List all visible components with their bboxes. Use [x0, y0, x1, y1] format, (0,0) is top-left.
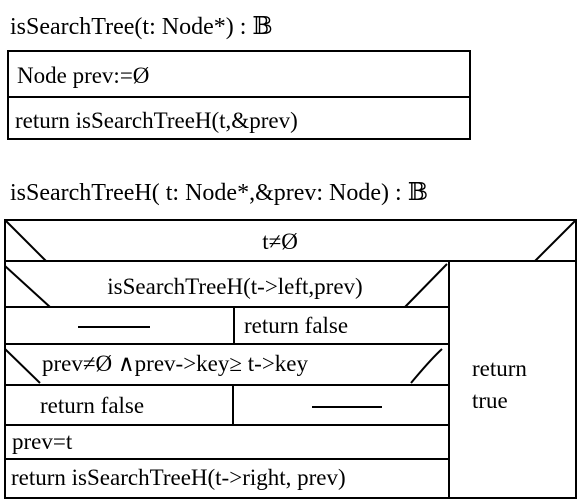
function2-signature: isSearchTreeH( t: Node*,&prev: Node) : 𝔹 — [10, 180, 428, 206]
outer-if-block: t≠Ø — [4, 219, 577, 262]
inner-if1-false-statement: return false — [244, 313, 348, 338]
function1-return: return isSearchTreeH(t,&prev) — [15, 108, 298, 133]
false-branch-return-keyword: return — [472, 356, 527, 381]
inner-if-key-compare: prev≠Ø ∧prev->key≥ t->key return false — [4, 348, 449, 426]
outer-condition-diagonal-left — [4, 219, 47, 262]
assignment-statement: prev=t — [12, 429, 73, 454]
inner-if2-condition: prev≠Ø ∧prev->key≥ t->key — [42, 351, 308, 376]
function1-box — [7, 50, 471, 140]
false-branch-return-value: true — [472, 388, 508, 413]
inner-if-left-call: isSearchTreeH(t->left,prev) return false — [4, 263, 449, 345]
inner-if1-diagonal-right — [404, 263, 448, 308]
inner-if1-diagonal-left — [4, 265, 51, 308]
function1-declaration: Node prev:=Ø — [17, 63, 149, 88]
inner-if2-true-statement: return false — [40, 393, 144, 418]
function2-box — [4, 219, 577, 499]
inner-if2-diagonal-right — [410, 348, 443, 384]
outer-condition-diagonal-right — [534, 219, 577, 262]
inner-if1-condition: isSearchTreeH(t->left,prev) — [107, 274, 362, 299]
outer-condition: t≠Ø — [262, 229, 298, 254]
inner-if2-diagonal-left — [4, 348, 41, 384]
recursive-return-statement: return isSearchTreeH(t->right, prev) — [11, 465, 346, 490]
function1-signature: isSearchTree(t: Node*) : 𝔹 — [10, 14, 273, 40]
